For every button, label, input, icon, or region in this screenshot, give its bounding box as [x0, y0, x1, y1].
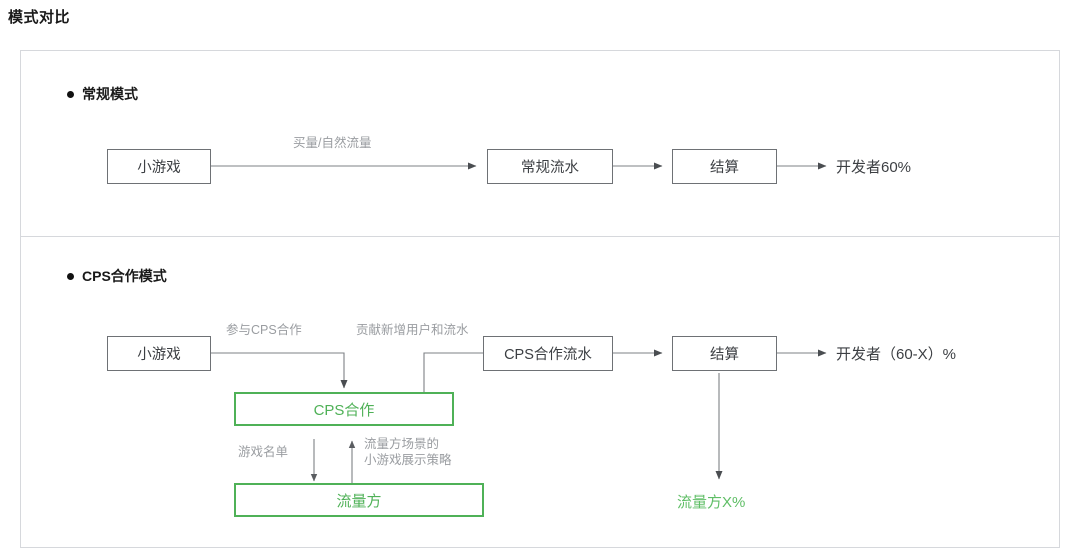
text-cps-developer-share: 开发者（60-X）%: [836, 346, 957, 363]
text-regular-developer-share: 开发者60%: [836, 159, 912, 176]
bullet-icon: [67, 90, 74, 98]
text-traffic-provider-share: 流量方X%: [677, 493, 746, 511]
node-regular-source[interactable]: 小游戏: [107, 149, 211, 184]
flow-connectors: [211, 162, 827, 483]
bullet-icon: [67, 272, 74, 280]
node-regular-settlement[interactable]: 结算: [672, 149, 777, 184]
node-regular-revenue[interactable]: 常规流水: [487, 149, 613, 184]
edge-label-display-policy: 流量方场景的 小游戏展示策略: [364, 437, 452, 468]
section-header-regular-mode: 常规模式: [67, 84, 138, 104]
node-traffic-provider[interactable]: 流量方: [234, 483, 484, 517]
section-header-label: CPS合作模式: [82, 268, 167, 284]
mode-comparison-card: 常规模式 CPS合作模式: [20, 50, 1060, 548]
edge-label-join-cps: 参与CPS合作: [226, 323, 302, 337]
edge-label-display-policy-line1: 流量方场景的: [364, 437, 440, 451]
edge-label-game-list: 游戏名单: [238, 445, 289, 459]
node-cps-source[interactable]: 小游戏: [107, 336, 211, 371]
node-cps-settlement[interactable]: 结算: [672, 336, 777, 371]
section-header-cps-mode: CPS合作模式: [67, 266, 167, 286]
node-cps-revenue[interactable]: CPS合作流水: [483, 336, 613, 371]
section-header-label: 常规模式: [82, 86, 138, 102]
edge-label-display-policy-line2: 小游戏展示策略: [364, 452, 452, 467]
edge-label-contribute: 贡献新增用户和流水: [356, 323, 469, 337]
node-cps-cooperation[interactable]: CPS合作: [234, 392, 454, 426]
edge-label-traffic: 买量/自然流量: [293, 136, 372, 150]
section-divider: [21, 236, 1059, 237]
page-title: 模式对比: [8, 9, 71, 26]
